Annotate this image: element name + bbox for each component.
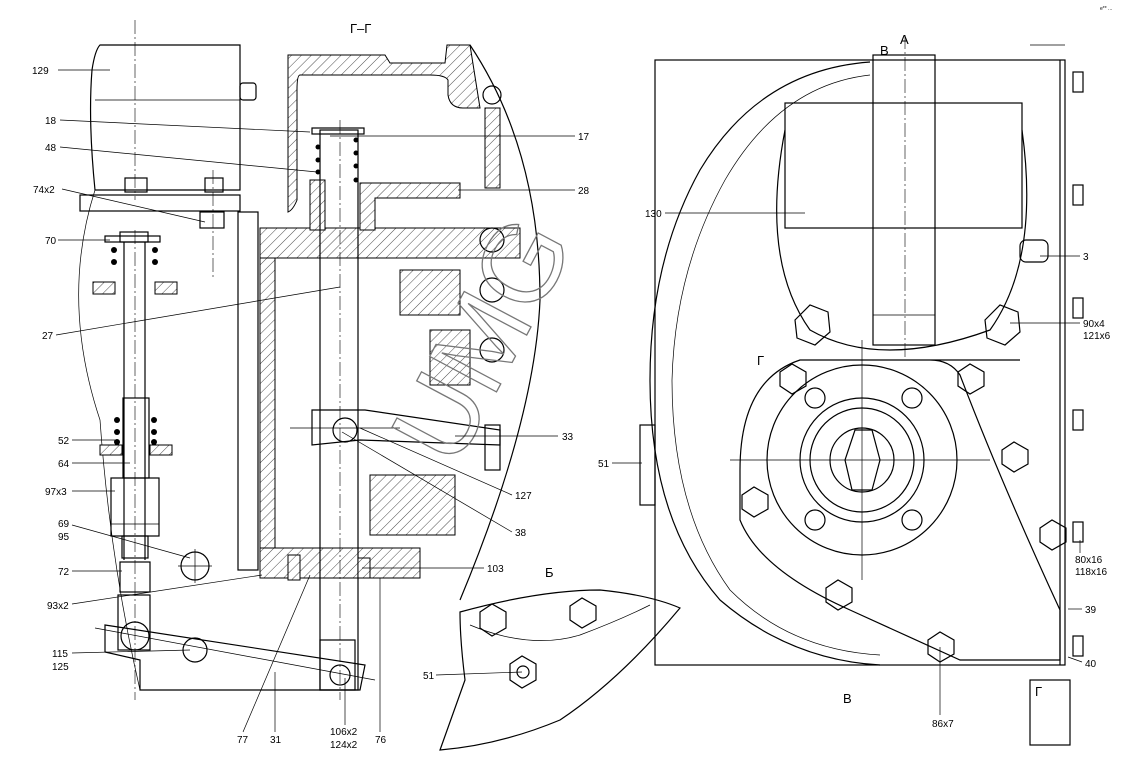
callout: 124x2 <box>330 740 358 751</box>
nut-74 <box>199 211 225 229</box>
flange-circles <box>730 340 990 580</box>
spring-lower <box>114 417 157 445</box>
callout: 72 <box>58 567 70 578</box>
callout: 52 <box>58 436 70 447</box>
callout: 28 <box>578 186 590 197</box>
view-mark-v-top: В <box>880 43 889 58</box>
callout: 95 <box>58 532 70 543</box>
callout: 51 <box>598 459 610 470</box>
callout: 3 <box>1083 252 1089 263</box>
callout: 127 <box>515 491 532 502</box>
view-mark-g-bottom: Г <box>1035 684 1042 699</box>
callout: 103 <box>487 564 504 575</box>
spring-48 <box>315 137 359 183</box>
callout: 70 <box>45 236 57 247</box>
callout: 39 <box>1085 605 1097 616</box>
callout: 97x3 <box>45 487 67 498</box>
gearbox-housing <box>654 59 1066 666</box>
callout: 115 <box>52 649 68 660</box>
callout: 129 <box>32 66 49 77</box>
callout: 64 <box>58 459 70 470</box>
callout: 17 <box>578 132 590 143</box>
section-title: Г–Г <box>350 21 371 36</box>
callout: 69 <box>58 519 70 530</box>
belt-guard <box>649 61 881 666</box>
motor-130 <box>784 102 1023 229</box>
side-bolts <box>1072 71 1084 657</box>
callout: 125 <box>52 662 69 673</box>
section-g-g <box>259 44 541 700</box>
callout: 27 <box>42 331 54 342</box>
callout: 77 <box>237 735 249 746</box>
callout: 130 <box>645 209 662 220</box>
callout: 31 <box>270 735 282 746</box>
detail-b <box>439 589 681 751</box>
bearings <box>479 85 505 363</box>
callout: 40 <box>1085 659 1097 670</box>
callout: 106x2 <box>330 727 358 738</box>
callout: 74x2 <box>33 185 55 196</box>
view-mark-g-left: Г <box>757 353 764 368</box>
view-mark-v-bottom: В <box>843 691 852 706</box>
callout: 18 <box>45 116 57 127</box>
lever-arm-31 <box>104 624 366 691</box>
callout: 48 <box>45 143 57 154</box>
view-mark-a: А <box>900 32 909 47</box>
hex-bolts <box>741 363 1067 663</box>
housing-top <box>287 44 481 213</box>
callout: 80x16 <box>1075 555 1103 566</box>
callout: 38 <box>515 528 527 539</box>
callout: 33 <box>562 432 574 443</box>
spring-upper <box>111 247 158 265</box>
callout: 76 <box>375 735 387 746</box>
detail-label: Б <box>545 565 554 580</box>
frame-column <box>237 211 259 571</box>
motor-129 <box>89 44 241 191</box>
callout: 118x16 <box>1075 567 1108 578</box>
callout: 86x7 <box>932 719 954 730</box>
left-elevation-view <box>78 20 376 700</box>
callout: 90x4 <box>1083 319 1105 330</box>
callout: 121x6 <box>1083 331 1111 342</box>
right-view <box>639 35 1084 746</box>
corner-text: e** ... <box>1100 6 1112 12</box>
callout: 93x2 <box>47 601 69 612</box>
callout: 51 <box>423 671 435 682</box>
